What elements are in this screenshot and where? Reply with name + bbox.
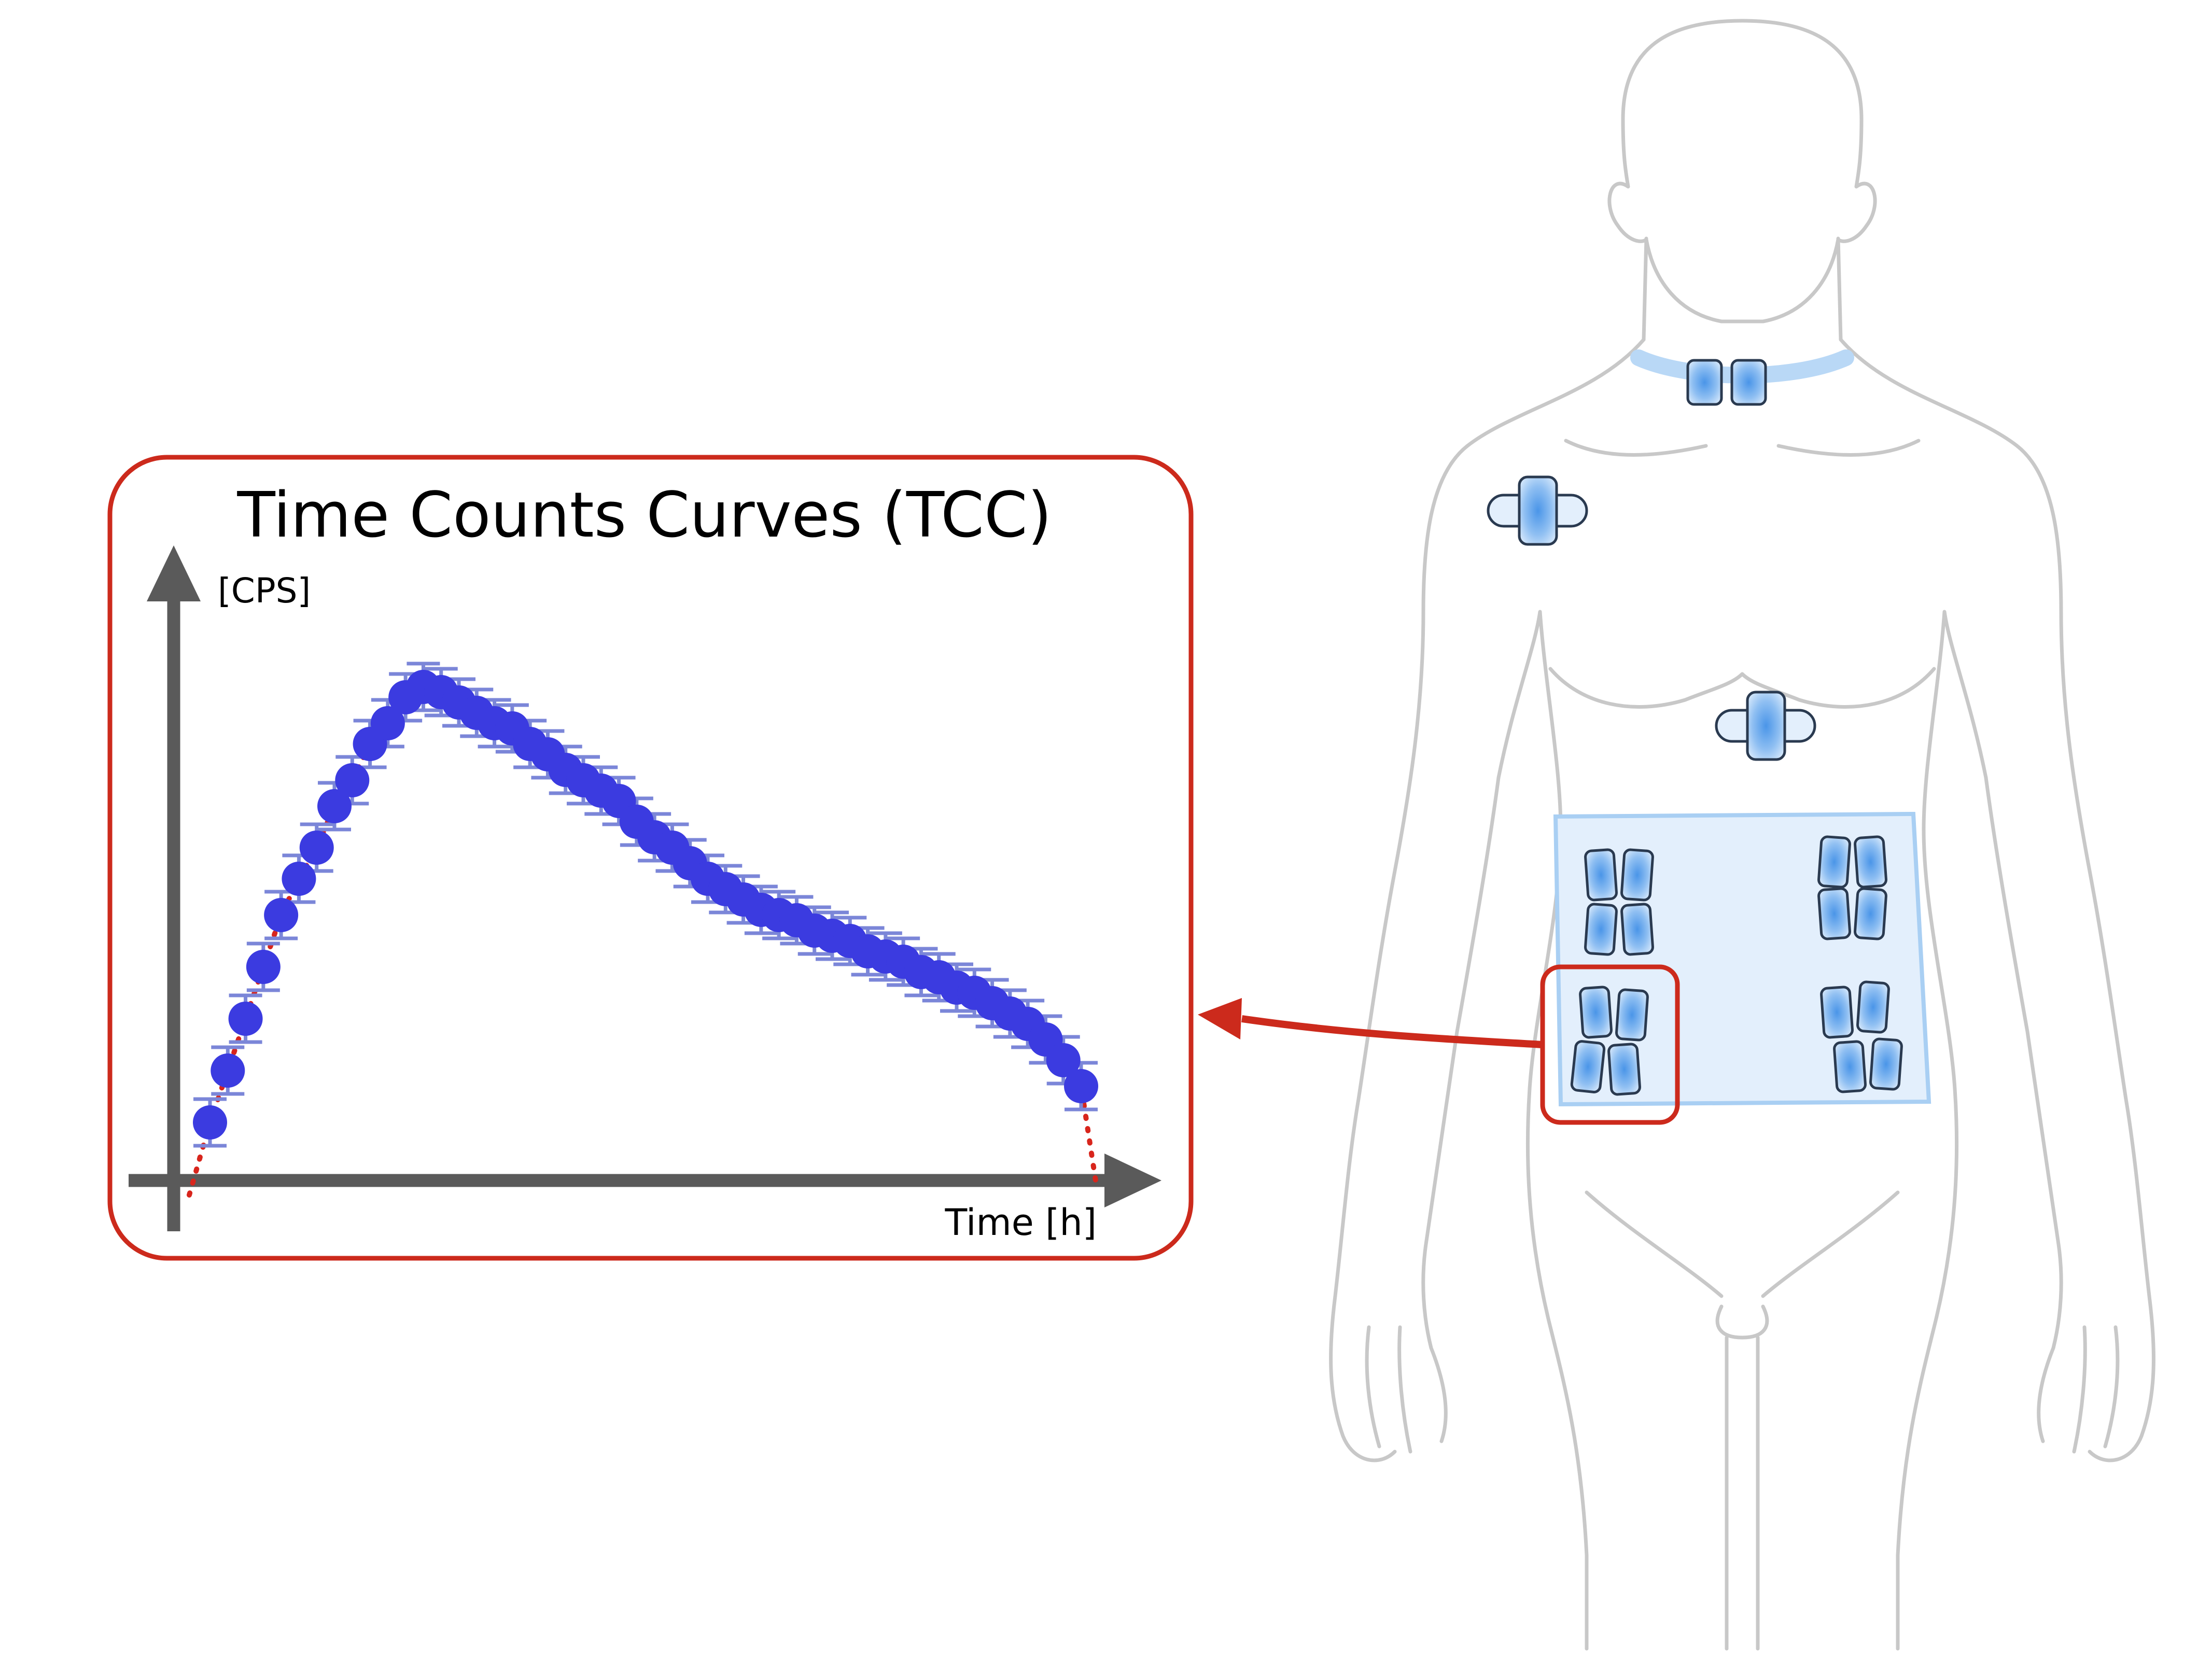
- data-point: [1064, 1069, 1098, 1103]
- detector-neck-left: [1686, 359, 1723, 406]
- data-point: [335, 763, 370, 797]
- plot-area: [187, 662, 1099, 1198]
- tcc-panel: [107, 455, 1194, 1261]
- x-axis-label: Time [h]: [944, 1201, 1097, 1244]
- chest-detector: [1715, 691, 1816, 761]
- data-point: [317, 789, 352, 823]
- data-point: [193, 1105, 227, 1140]
- callout-arrowhead: [1198, 998, 1242, 1039]
- neck-detectors: [1686, 359, 1767, 406]
- shoulder-detector: [1487, 475, 1588, 546]
- data-point: [228, 1002, 263, 1036]
- data-point: [370, 706, 405, 740]
- y-axis-arrowhead: [147, 545, 201, 601]
- x-axis-arrowhead: [1104, 1154, 1161, 1207]
- human-body-outline: [1329, 19, 2155, 1651]
- y-axis-label: [CPS]: [218, 571, 311, 611]
- detector-neck-right: [1730, 359, 1767, 406]
- chart-axes: [129, 545, 1161, 1231]
- chart-title: Time Counts Curves (TCC): [236, 480, 1052, 552]
- belt-detectors: [1570, 835, 1903, 1096]
- data-point: [1046, 1043, 1081, 1077]
- data-point: [211, 1053, 245, 1088]
- data-point: [299, 831, 334, 865]
- callout-arrow: [1241, 1015, 1543, 1048]
- data-point: [246, 950, 281, 984]
- data-point: [264, 898, 299, 932]
- data-point: [282, 862, 316, 896]
